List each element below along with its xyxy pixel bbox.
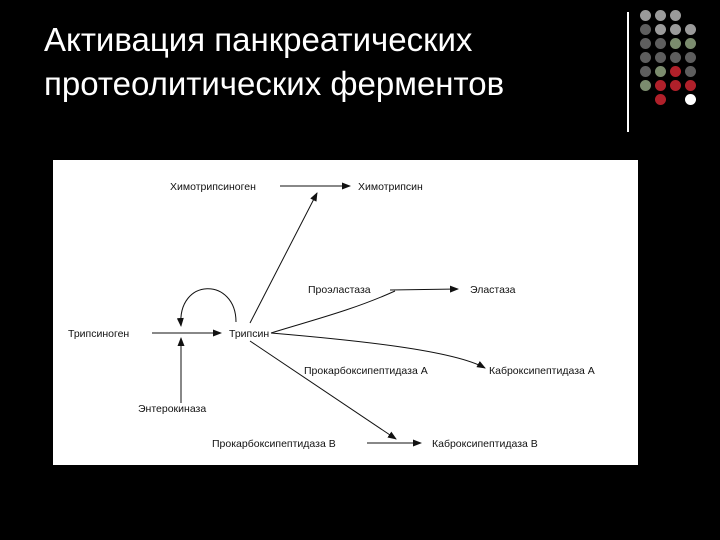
- decorative-dot: [685, 24, 696, 35]
- slide-title-line-2: протеолитических ферментов: [44, 65, 505, 102]
- decorative-dot: [655, 52, 666, 63]
- decorative-dot: [640, 10, 651, 21]
- node-procarboxypeptidase-b: Прокарбоксипептидаза В: [212, 438, 336, 450]
- activation-diagram: Химотрипсиноген Химотрипсин Проэластаза …: [68, 181, 595, 450]
- decorative-dot: [670, 52, 681, 63]
- decorative-dot: [640, 24, 651, 35]
- node-chymotrypsinogen: Химотрипсиноген: [170, 181, 256, 193]
- node-trypsinogen: Трипсиноген: [68, 328, 129, 340]
- divider-line: [627, 12, 629, 132]
- decorative-dot: [655, 80, 666, 91]
- node-procarboxypeptidase-a: Прокарбоксипептидаза А: [304, 365, 428, 377]
- decorative-dot: [685, 66, 696, 77]
- diagram-panel: Химотрипсиноген Химотрипсин Проэластаза …: [53, 160, 638, 465]
- slide-title-line-1: Активация панкреатических: [44, 21, 473, 58]
- node-trypsin: Трипсин: [229, 328, 269, 340]
- decorative-dot: [655, 38, 666, 49]
- slide-title: Активация панкреатических протеолитическ…: [44, 18, 614, 106]
- decorative-dot: [670, 66, 681, 77]
- decorative-dot: [685, 52, 696, 63]
- decorative-dot: [640, 80, 651, 91]
- decorative-dot: [640, 66, 651, 77]
- decorative-dot: [655, 94, 666, 105]
- decorative-dot: [655, 10, 666, 21]
- decorative-dot: [655, 24, 666, 35]
- node-chymotrypsin: Химотрипсин: [358, 181, 423, 193]
- node-carboxypeptidase-b: Каброксипептидаза В: [432, 438, 538, 450]
- decorative-dot: [640, 38, 651, 49]
- decorative-dot: [670, 24, 681, 35]
- arrow-trypsin-to-chymotrypsin: [249, 192, 318, 324]
- node-enterokinase: Энтерокиназа: [138, 403, 206, 415]
- decorative-dot: [670, 80, 681, 91]
- decorative-dot: [640, 52, 651, 63]
- decorative-dot: [670, 38, 681, 49]
- node-elastase: Эластаза: [470, 284, 516, 296]
- arrow-trypsin-autoactivation: [176, 288, 237, 327]
- decorative-dot: [655, 66, 666, 77]
- decorative-dot: [685, 94, 696, 105]
- arrow-proelastase-to-elastase: [389, 285, 459, 293]
- decorative-dot: [685, 80, 696, 91]
- node-proelastase: Проэластаза: [308, 284, 371, 296]
- decorative-dot: [685, 38, 696, 49]
- arrow-trypsin-to-carboxypeptidase-a: [270, 332, 486, 369]
- arrow-trypsin-to-carboxypeptidase-b: [249, 340, 397, 440]
- node-carboxypeptidase-a: Каброксипептидаза А: [489, 365, 595, 377]
- decorative-dot-grid: [640, 10, 720, 120]
- decorative-dot: [670, 10, 681, 21]
- arrow-trypsin-to-proelastase: [270, 290, 396, 334]
